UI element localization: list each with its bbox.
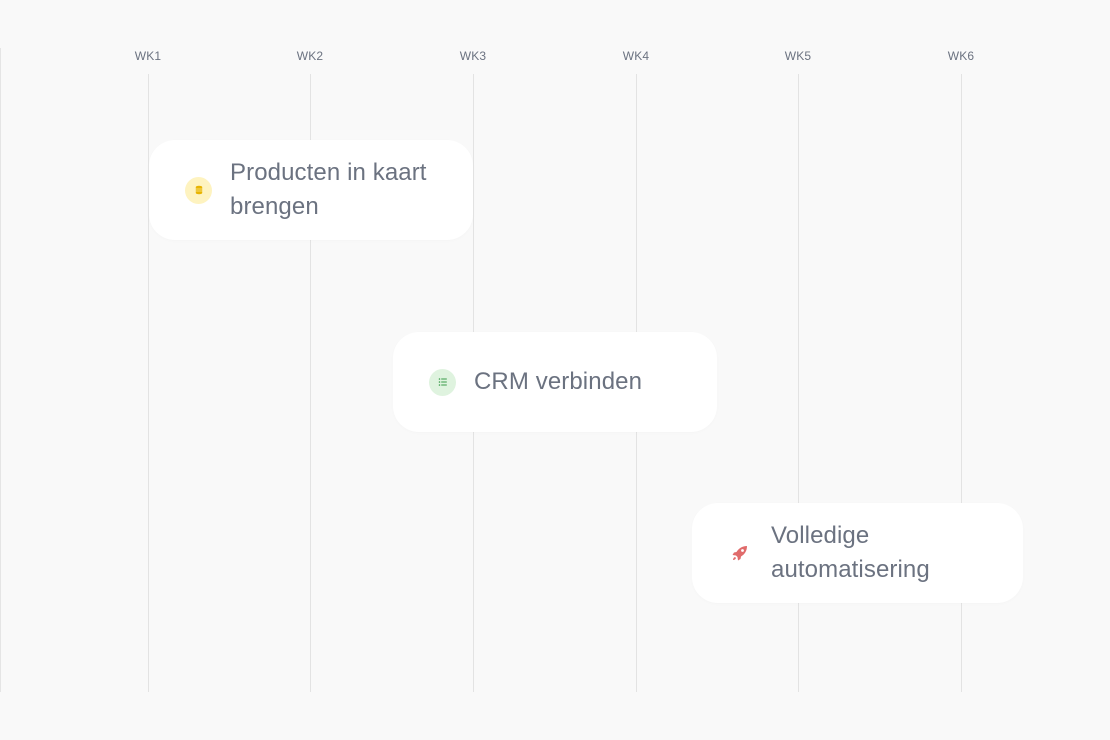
task-card-automation[interactable]: Volledige automatisering (692, 503, 1023, 603)
week-label-4: WK4 (622, 49, 650, 63)
week-gridline-1 (148, 74, 149, 692)
task-label: Producten in kaart brengen (230, 159, 427, 220)
week-label-5: WK5 (784, 49, 812, 63)
week-label-6: WK6 (947, 49, 975, 63)
week-gridline-5 (798, 74, 799, 692)
database-icon (185, 176, 212, 204)
week-label-3: WK3 (459, 49, 487, 63)
week-label-2: WK2 (296, 49, 324, 63)
task-label: Volledige automatisering (771, 522, 930, 583)
list-icon (429, 368, 456, 396)
rocket-icon (726, 540, 753, 567)
task-card-crm[interactable]: CRM verbinden (393, 332, 717, 432)
task-card-products[interactable]: Producten in kaart brengen (149, 140, 473, 240)
task-label: CRM verbinden (474, 368, 643, 395)
week-gridline-2 (310, 74, 311, 692)
week-label-1: WK1 (134, 49, 162, 63)
timeline-left-border (0, 48, 1, 692)
week-gridline-6 (961, 74, 962, 692)
